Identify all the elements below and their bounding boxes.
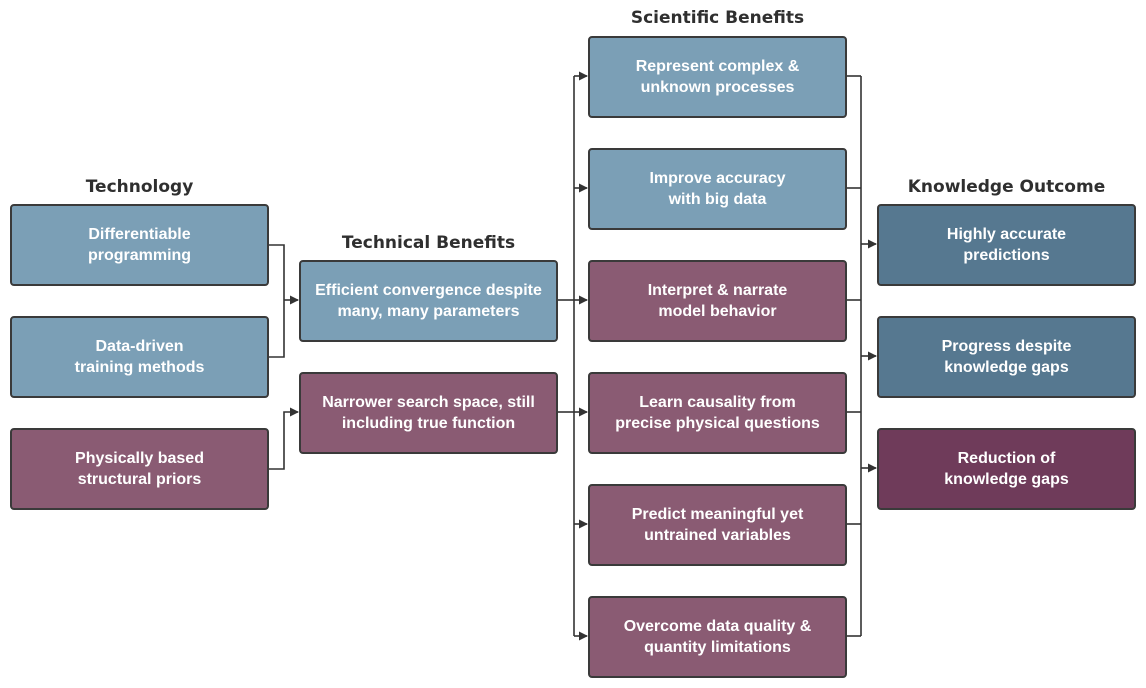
box-improve-accuracy: Improve accuracy with big data: [588, 148, 847, 230]
box-differentiable-programming: Differentiable programming: [10, 204, 269, 286]
box-label: Differentiable programming: [87, 226, 192, 264]
box-label: Narrower search space, still including t…: [322, 394, 535, 432]
box-represent-complex: Represent complex & unknown processes: [588, 36, 847, 118]
box-overcome-data-quality: Overcome data quality & quantity limitat…: [588, 596, 847, 678]
arrow-to-narrower-search: [269, 407, 299, 470]
box-reduction-of-gaps: Reduction of knowledge gaps: [877, 428, 1136, 510]
box-label: Overcome data quality & quantity limitat…: [623, 618, 812, 656]
box-label: Progress despite knowledge gaps: [941, 338, 1072, 376]
box-label: Represent complex & unknown processes: [635, 58, 800, 96]
box-label: Predict meaningful yet untrained variabl…: [631, 506, 804, 544]
connector-tech-blue-to-efficient: [269, 244, 285, 358]
box-label: Reduction of knowledge gaps: [944, 450, 1069, 488]
heading-technology: Technology: [85, 177, 194, 197]
box-narrower-search-space: Narrower search space, still including t…: [299, 372, 558, 454]
box-highly-accurate-predictions: Highly accurate predictions: [877, 204, 1136, 286]
box-label: Physically based structural priors: [75, 450, 204, 488]
box-label: Improve accuracy with big data: [649, 170, 786, 208]
box-interpret-narrate: Interpret & narrate model behavior: [588, 260, 847, 342]
box-label: Data-driven training methods: [74, 338, 205, 376]
box-data-driven-training: Data-driven training methods: [10, 316, 269, 398]
heading-scientific-benefits: Scientific Benefits: [630, 8, 805, 28]
heading-knowledge-outcome: Knowledge Outcome: [907, 177, 1106, 197]
box-label: Efficient convergence despite many, many…: [315, 282, 542, 320]
box-progress-despite-gaps: Progress despite knowledge gaps: [877, 316, 1136, 398]
box-predict-meaningful: Predict meaningful yet untrained variabl…: [588, 484, 847, 566]
box-label: Interpret & narrate model behavior: [647, 282, 788, 320]
box-learn-causality: Learn causality from precise physical qu…: [588, 372, 847, 454]
box-label: Highly accurate predictions: [946, 226, 1067, 264]
box-label: Learn causality from precise physical qu…: [615, 394, 820, 432]
heading-technical-benefits: Technical Benefits: [341, 233, 516, 253]
box-efficient-convergence: Efficient convergence despite many, many…: [299, 260, 558, 342]
box-physically-based-priors: Physically based structural priors: [10, 428, 269, 510]
